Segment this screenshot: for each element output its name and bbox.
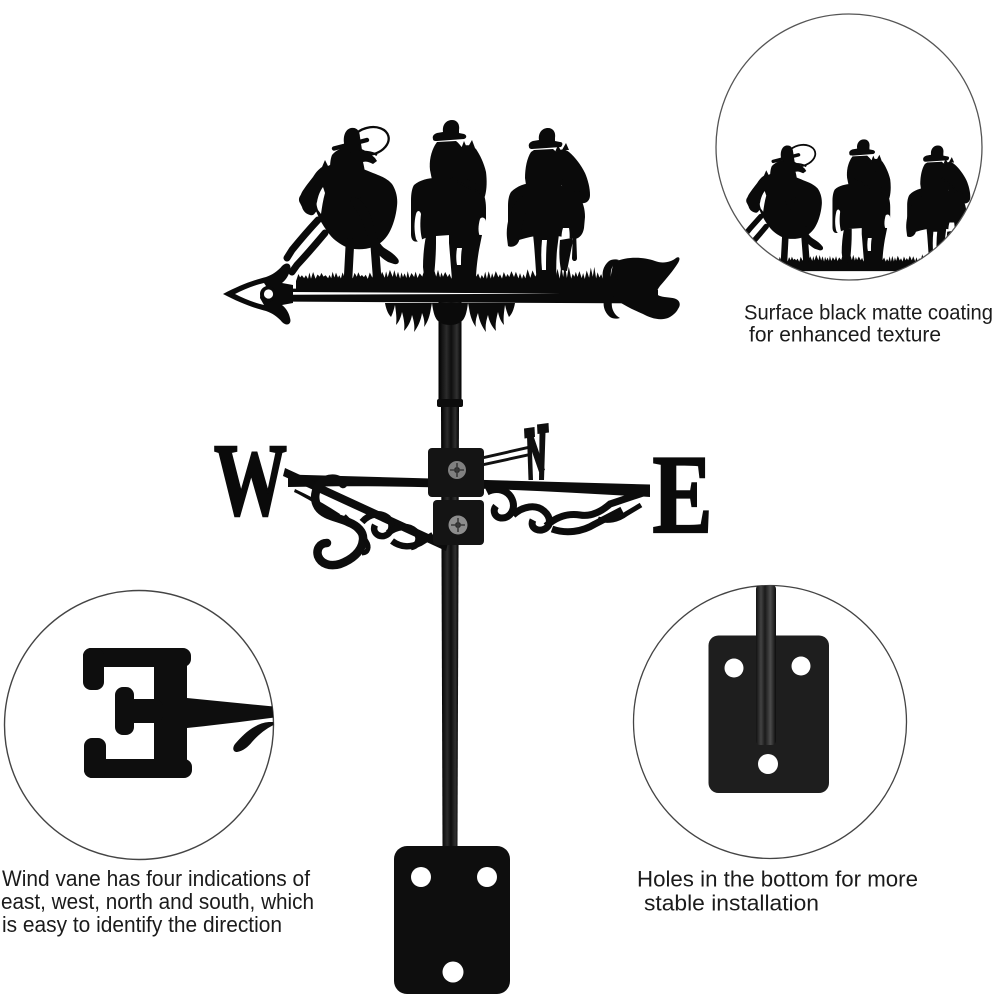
svg-text:Holes in the bottom for more: Holes in the bottom for more [637,867,918,892]
svg-text:Surface black matte coating: Surface black matte coating [744,302,993,325]
svg-text:east, west, north and south, w: east, west, north and south, which [1,889,314,914]
svg-text:Wind vane has four indications: Wind vane has four indications of [2,866,311,891]
svg-text:E: E [653,433,713,557]
svg-text:W: W [214,424,287,538]
svg-text:for enhanced texture: for enhanced texture [749,324,941,347]
svg-text:stable installation: stable installation [644,891,819,916]
svg-text:is easy to identify the direct: is easy to identify the direction [2,912,282,937]
